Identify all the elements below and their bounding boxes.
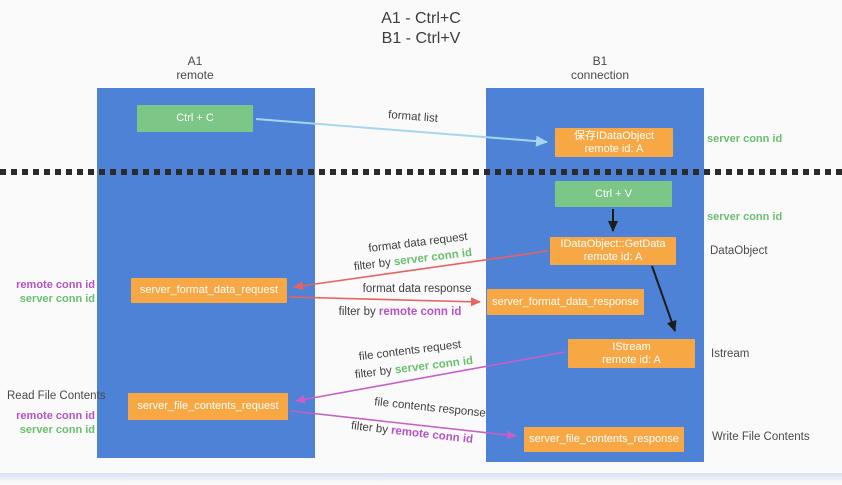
title-line-2: B1 - Ctrl+V	[381, 30, 461, 47]
lane-b-role: connection	[570, 68, 630, 82]
node-server-format-data-response-label: server_format_data_response	[492, 295, 639, 308]
arrow-format-data-response	[288, 296, 481, 307]
node-save-dataobject-line2: remote id: A	[584, 142, 644, 155]
node-ctrl-c-label: Ctrl + C	[176, 112, 214, 124]
bottom-fade-strip	[0, 473, 842, 483]
node-server-file-contents-request: server_file_contents_request	[128, 393, 288, 420]
remote-conn-id-text: remote conn id	[378, 306, 462, 318]
lane-a-header: A1 remote	[137, 54, 253, 82]
label-format-data-response: format data response	[362, 283, 472, 295]
left-conn-id-group-1: remote conn id server conn id	[0, 278, 95, 306]
node-idataobject-getdata-line1: IDataObject::GetData	[560, 238, 666, 250]
left-conn-id-group-2: remote conn id server conn id	[0, 409, 95, 437]
title-line-1: A1 - Ctrl+C	[381, 10, 461, 27]
lane-b-header: B1 connection	[540, 54, 660, 82]
label-dataobject: DataObject	[710, 245, 768, 257]
arrow-format-list	[255, 118, 548, 147]
arrow-getdata-to-istream	[651, 265, 677, 332]
filter-by-text: filter by	[338, 306, 379, 318]
machine-boundary-dotted-line	[0, 169, 842, 175]
node-istream-line1: IStream	[612, 340, 651, 353]
diagram-title: A1 - Ctrl+C B1 - Ctrl+V	[0, 9, 842, 49]
label-write-file-contents: Write File Contents	[712, 431, 810, 443]
label-istream: Istream	[711, 348, 750, 360]
label-server-conn-id-left-1: server conn id	[19, 293, 95, 305]
node-ctrl-v: Ctrl + V	[555, 181, 672, 207]
node-idataobject-getdata-line2: remote id: A	[583, 251, 643, 263]
lane-b-name: B1	[592, 54, 608, 68]
node-istream: IStream remote id: A	[568, 339, 695, 368]
label-server-conn-id-left-2: server conn id	[19, 424, 95, 436]
node-ctrl-v-label: Ctrl + V	[595, 187, 632, 200]
lane-a-role: remote	[176, 68, 214, 82]
label-remote-conn-id-left-1: remote conn id	[16, 279, 95, 291]
label-remote-conn-id-left-2: remote conn id	[16, 410, 95, 422]
label-filter-by-remote-conn-id-1: filter by remote conn id	[339, 306, 462, 318]
node-server-format-data-request-label: server_format_data_request	[139, 284, 279, 296]
arrow-file-contents-request	[295, 351, 566, 404]
label-server-conn-id-right-mid: server conn id	[707, 211, 783, 223]
node-server-format-data-response: server_format_data_response	[487, 289, 644, 315]
label-read-file-contents: Read File Contents	[7, 390, 106, 402]
lane-a-name: A1	[187, 54, 203, 68]
arrow-format-data-request	[293, 250, 549, 291]
node-server-file-contents-response-label: server_file_contents_response	[529, 433, 679, 445]
node-save-dataobject: 保存IDataObject remote id: A	[555, 128, 673, 157]
label-server-conn-id-right-top: server conn id	[707, 133, 783, 145]
arrow-file-contents-response	[290, 410, 517, 440]
node-istream-line2: remote id: A	[602, 353, 661, 366]
node-idataobject-getdata: IDataObject::GetData remote id: A	[550, 237, 676, 265]
node-server-file-contents-response: server_file_contents_response	[524, 427, 684, 452]
node-server-format-data-request: server_format_data_request	[131, 278, 287, 303]
node-save-dataobject-line1: 保存IDataObject	[573, 129, 655, 142]
node-ctrl-c: Ctrl + C	[137, 105, 253, 132]
node-server-file-contents-request-label: server_file_contents_request	[137, 400, 279, 412]
